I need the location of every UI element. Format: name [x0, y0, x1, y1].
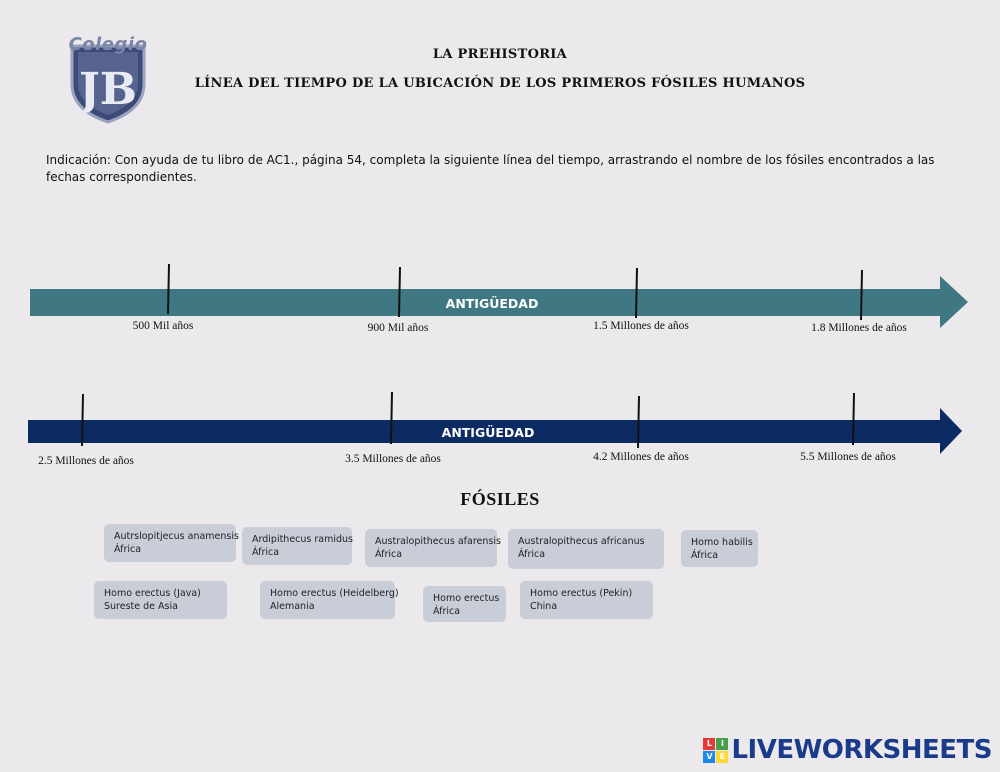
fossil-chip-erectus[interactable]: Homo erectus África — [423, 586, 506, 622]
logo-text: Colegio — [68, 34, 148, 55]
fossils-title: FÓSILES — [460, 489, 540, 509]
fossil-name: Homo erectus (Pekin) — [530, 588, 633, 599]
fossil-chip-ramidus[interactable]: Ardipithecus ramidus África — [242, 527, 354, 565]
liveworksheets-brand: L I V E LIVEWORKSHEETS — [703, 735, 992, 765]
logo-letters: JB — [75, 64, 137, 115]
fossil-chip-afarensis[interactable]: Australopithecus afarensis África — [365, 529, 501, 567]
timeline-2-label: ANTIGÜEDAD — [442, 425, 535, 440]
fossil-place: África — [252, 547, 280, 558]
fossil-name: Homo erectus (Heidelberg) — [270, 588, 399, 599]
fossil-place: África — [433, 606, 461, 617]
timeline-1-date-2: 900 Mil años — [367, 322, 429, 334]
fossil-place: Alemania — [270, 601, 315, 612]
timeline-1-date-1: 500 Mil años — [132, 320, 194, 332]
brand-text: LIVEWORKSHEETS — [731, 735, 992, 765]
timeline-2-tick-3 — [637, 395, 640, 449]
fossil-place: África — [114, 544, 142, 555]
fossil-place: Sureste de Asia — [104, 601, 178, 612]
timeline-2-tick-2 — [390, 391, 393, 445]
fossil-chip-anamensis[interactable]: Autrslopitjecus anamensis África — [104, 524, 239, 562]
brand-block: E — [716, 750, 729, 763]
page-subtitle: LÍNEA DEL TIEMPO DE LA UBICACIÓN DE LOS … — [194, 76, 806, 91]
brand-block: V — [703, 750, 716, 763]
timeline-1-label: ANTIGÜEDAD — [446, 296, 539, 311]
fossil-place: China — [530, 601, 558, 612]
timeline-2-arrow — [28, 408, 962, 454]
timeline-1-arrow — [30, 276, 968, 328]
fossil-chip-africanus[interactable]: Australopithecus africanus África — [508, 529, 664, 569]
fossil-name: Australopithecus afarensis — [375, 536, 501, 547]
timeline-2-tick-1 — [81, 393, 84, 447]
timeline-1-date-3: 1.5 Millones de años — [593, 320, 689, 332]
timeline-1-tick-2 — [398, 266, 401, 318]
timeline-1: ANTIGÜEDAD — [30, 263, 968, 328]
timeline-2: ANTIGÜEDAD — [28, 391, 962, 454]
timeline-2-date-4: 5.5 Millones de años — [800, 451, 896, 463]
shield-icon: JB — [70, 44, 146, 124]
fossil-place: África — [518, 549, 546, 560]
page-title: LA PREHISTORIA — [432, 47, 568, 62]
fossil-chip-habilis[interactable]: Homo habilis África — [681, 530, 758, 567]
fossil-chip-heidelberg[interactable]: Homo erectus (Heidelberg) Alemania — [260, 581, 399, 619]
timeline-2-date-2: 3.5 Millones de años — [345, 453, 441, 465]
fossil-name: Homo erectus — [433, 593, 500, 604]
fossil-name: Autrslopitjecus anamensis — [114, 531, 239, 542]
fossil-place: África — [691, 550, 719, 561]
timeline-2-date-1: 2.5 Millones de años — [38, 455, 134, 467]
timeline-1-tick-3 — [635, 267, 638, 319]
fossil-place: África — [375, 549, 403, 560]
school-logo: JB Colegio — [62, 32, 154, 124]
fossil-name: Homo habilis — [691, 537, 753, 548]
fossil-name: Ardipithecus ramidus — [252, 534, 354, 545]
fossil-chip-java[interactable]: Homo erectus (Java) Sureste de Asia — [94, 581, 227, 619]
brand-blocks-icon: L I V E — [703, 737, 729, 763]
fossil-name: Homo erectus (Java) — [104, 588, 201, 599]
fossil-chip-pekin[interactable]: Homo erectus (Pekin) China — [520, 581, 653, 619]
brand-block: L — [703, 737, 716, 750]
brand-block: I — [716, 737, 729, 750]
timeline-2-tick-4 — [852, 392, 855, 446]
timeline-1-tick-1 — [167, 263, 170, 315]
fossil-name: Australopithecus africanus — [518, 536, 645, 547]
timeline-2-date-3: 4.2 Millones de años — [593, 451, 689, 463]
timeline-1-tick-4 — [860, 269, 863, 321]
timeline-1-date-4: 1.8 Millones de años — [811, 322, 907, 334]
instruction-text: Indicación: Con ayuda de tu libro de AC1… — [46, 153, 935, 184]
